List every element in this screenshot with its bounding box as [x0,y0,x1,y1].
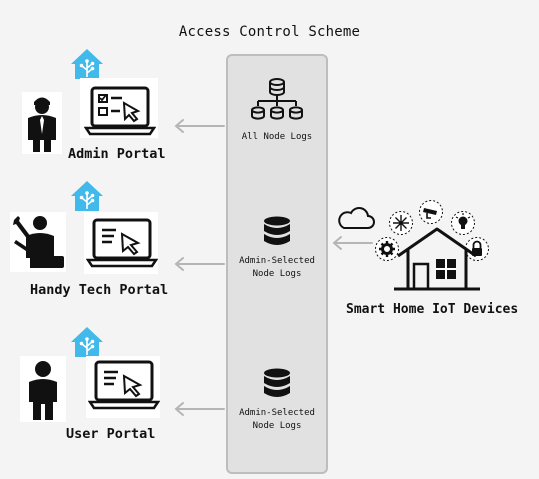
smart-home-devices-label: Smart Home IoT Devices [346,302,519,317]
database-icon [264,216,290,245]
sensor-icon [389,211,413,235]
admin-portal-label: Admin Portal [68,146,166,162]
logs-panel [226,54,328,474]
diagram-title: Access Control Scheme [178,24,361,40]
home-assistant-icon [71,49,103,79]
smart-home-icon [394,227,480,291]
node-tree-database-icon [251,78,303,120]
database-icon [264,368,290,397]
technician-person-icon [13,216,64,268]
arrow-to-handy-tech [174,257,225,271]
bulb-icon [451,211,475,235]
gear-icon [375,237,399,261]
home-assistant-icon [71,327,103,357]
laptop-checklist-icon [84,86,156,136]
arrow-to-admin [174,119,225,133]
laptop-cursor-icon [88,360,160,410]
arrow-from-devices [332,236,373,250]
admin-logs-label: All Node Logs [241,132,313,142]
admin-person-icon [28,97,56,152]
cloud-icon [338,207,375,229]
user-person-icon [29,361,57,420]
laptop-cursor-icon [86,218,158,268]
camera-icon [419,200,443,224]
user-portal-label: User Portal [66,426,156,442]
handy-tech-portal-label: Handy Tech Portal [30,282,169,298]
arrow-to-user [174,402,225,416]
lock-icon [465,237,489,261]
home-assistant-icon [71,181,103,211]
